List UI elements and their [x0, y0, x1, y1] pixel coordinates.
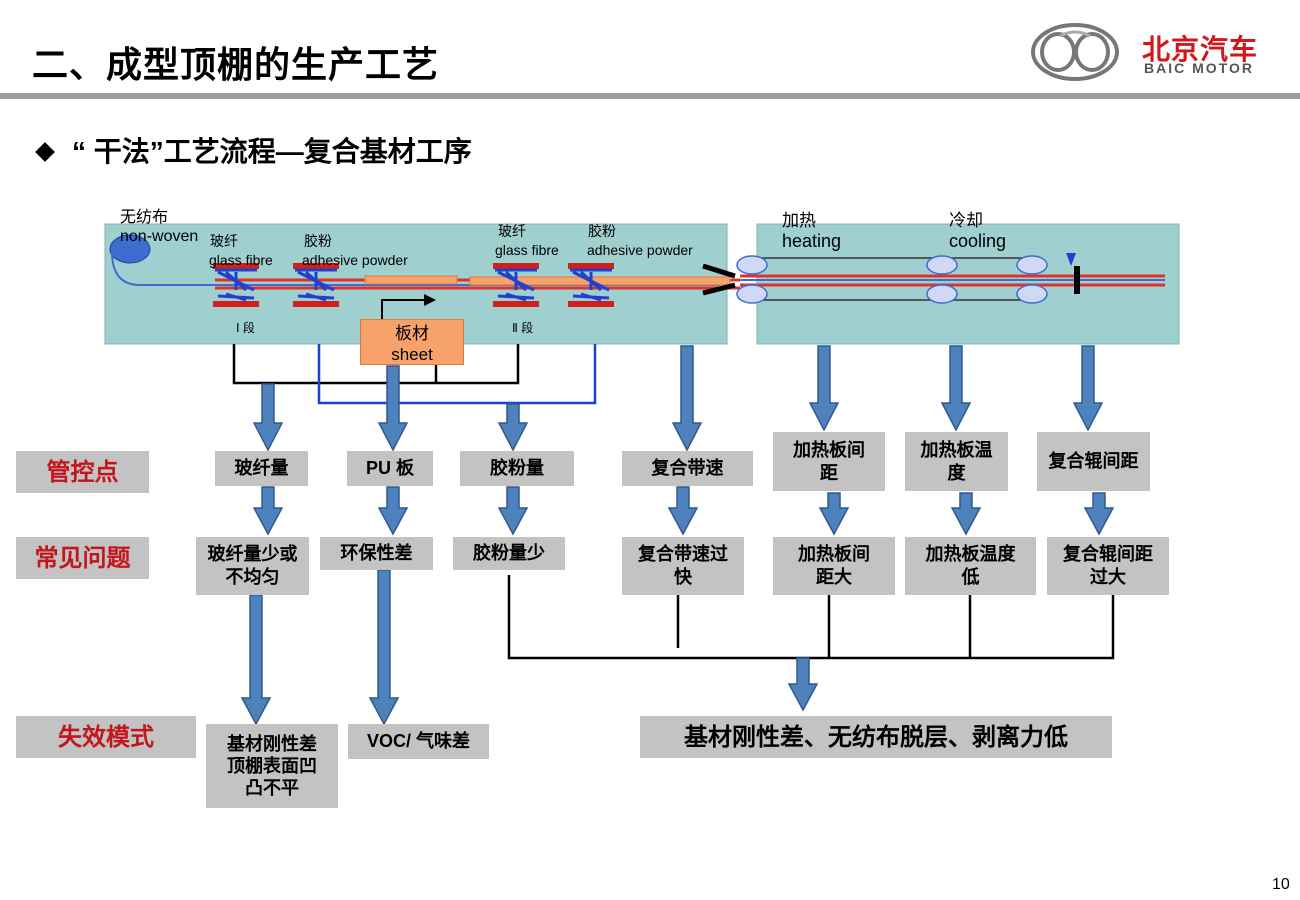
stage-1-label: Ⅰ 段	[236, 321, 255, 335]
stage-2-label: Ⅱ 段	[512, 321, 534, 335]
problem-box: 复合辊间距过大	[1047, 537, 1169, 595]
control-point-box: 胶粉量	[460, 451, 574, 486]
arrow-down-icon	[950, 492, 982, 536]
glass-fibre-label-1-en: glass fibre	[209, 252, 273, 268]
arrow-down-icon	[940, 345, 972, 432]
page-title: 二、成型顶棚的生产工艺	[32, 44, 440, 85]
control-point-box: 加热板温度	[905, 432, 1008, 491]
arrow-down-icon	[808, 345, 840, 432]
arrow-down-icon	[671, 345, 703, 452]
arrow-down-icon	[497, 403, 529, 452]
cooling-label-en: cooling	[949, 231, 1007, 251]
control-point-box: 玻纤量	[215, 451, 308, 486]
baic-logo-icon	[1030, 22, 1120, 82]
problem-box: 胶粉量少	[453, 537, 565, 570]
subtitle-text: “ 干法”工艺流程—复合基材工序	[72, 136, 472, 167]
direction-arrow-icon	[381, 294, 436, 322]
board-feed	[364, 275, 458, 285]
arrow-down-icon	[377, 486, 409, 536]
arrow-down-icon	[787, 657, 819, 712]
flow-arrows	[240, 345, 1115, 726]
row-header-failure: 失效模式	[16, 716, 196, 758]
problem-box: 玻纤量少或不均匀	[196, 537, 309, 595]
problem-box: 环保性差	[320, 537, 433, 570]
adhesive-powder-label-1-cn: 胶粉	[304, 233, 332, 249]
glass-fibre-dispenser-1	[213, 263, 259, 307]
adhesive-powder-dispenser-2	[568, 263, 614, 307]
arrow-down-icon	[1072, 345, 1104, 432]
glass-fibre-dispenser-2	[493, 263, 539, 307]
nonwoven-roll-icon	[109, 234, 151, 264]
header-divider	[0, 93, 1300, 99]
cooling-label-cn: 冷却	[949, 211, 983, 230]
sheet-label-en: sheet	[391, 345, 433, 364]
failure-box: 基材刚性差、无纺布脱层、剥离力低	[640, 716, 1112, 758]
control-point-box: 加热板间距	[773, 432, 885, 491]
arrow-down-icon	[818, 492, 850, 536]
arrow-down-icon	[252, 383, 284, 452]
brand-name-en: BAIC MOTOR	[1144, 60, 1254, 76]
adhesive-powder-label-1-en: adhesive powder	[302, 252, 408, 268]
arrow-down-icon	[1083, 492, 1115, 536]
problem-box: 加热板温度低	[905, 537, 1036, 595]
belt-rollers	[736, 255, 1048, 304]
control-point-box: 复合辊间距	[1037, 432, 1150, 491]
failure-box: 基材刚性差顶棚表面凹凸不平	[206, 724, 338, 808]
control-point-box: PU 板	[347, 451, 433, 486]
control-point-box: 复合带速	[622, 451, 753, 486]
brand-name-cn: 北京汽车	[1142, 34, 1259, 65]
row-header-control: 管控点	[16, 451, 149, 493]
heating-label-cn: 加热	[782, 211, 816, 230]
arrow-down-icon	[667, 486, 699, 536]
arrow-down-icon	[377, 365, 409, 452]
heating-label-en: heating	[782, 231, 842, 251]
problem-box: 加热板间距大	[773, 537, 895, 595]
arrow-down-icon	[368, 569, 400, 726]
adhesive-powder-label-2-en: adhesive powder	[587, 242, 693, 258]
adhesive-powder-dispenser-1	[293, 263, 339, 307]
glass-fibre-label-1-cn: 玻纤	[210, 233, 238, 249]
row-header-problem: 常见问题	[16, 537, 149, 579]
nonwoven-label-en: non-woven	[120, 228, 199, 245]
composite-roller-icon	[1066, 253, 1076, 266]
nonwoven-label-cn: 无纺布	[120, 209, 169, 226]
sheet-label-cn: 板材	[395, 324, 429, 343]
arrow-down-icon	[497, 486, 529, 536]
glass-fibre-label-2-cn: 玻纤	[498, 223, 526, 239]
failure-box: VOC/ 气味差	[348, 724, 489, 759]
problem-box: 复合带速过快	[622, 537, 744, 595]
arrow-down-icon	[252, 486, 284, 536]
section-subtitle: “ 干法”工艺流程—复合基材工序	[32, 130, 472, 170]
page-number: 10	[1272, 876, 1290, 893]
arrow-down-icon	[240, 594, 272, 726]
sheet-box: 板材 sheet	[360, 319, 464, 365]
adhesive-powder-label-2-cn: 胶粉	[588, 223, 616, 239]
glass-fibre-label-2-en: glass fibre	[495, 242, 559, 258]
